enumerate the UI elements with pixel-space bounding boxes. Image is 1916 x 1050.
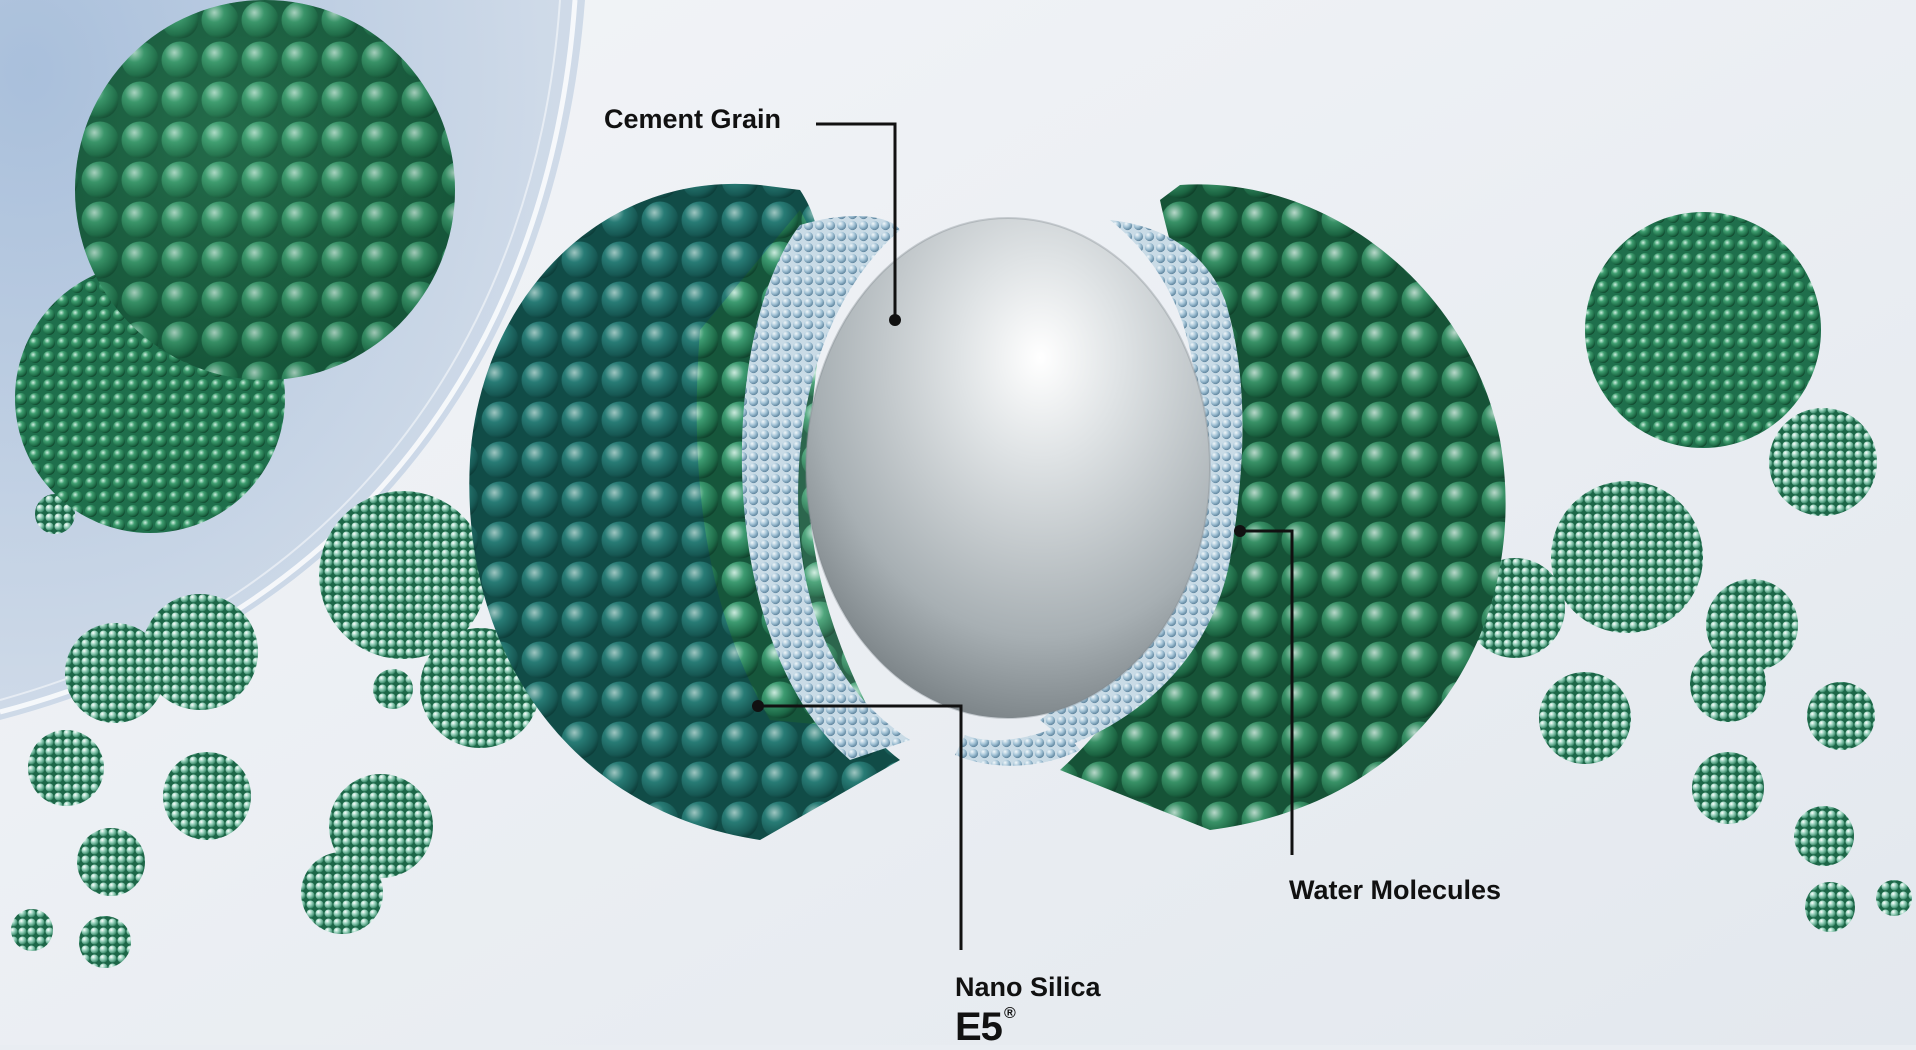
label-nano-silica: Nano Silica xyxy=(955,972,1101,1003)
cement-grain xyxy=(806,218,1210,718)
nano-silica-cluster xyxy=(77,828,145,896)
callout-dot xyxy=(752,700,764,712)
nano-silica-cluster xyxy=(1876,880,1912,916)
callout-dot xyxy=(1234,525,1246,537)
nano-silica-cluster xyxy=(1769,408,1877,516)
nano-silica-cluster xyxy=(373,669,413,709)
nano-silica-cluster xyxy=(1539,672,1631,764)
nano-silica-agglomerate xyxy=(1585,212,1821,448)
nano-silica-cluster xyxy=(11,909,53,951)
registered-mark: ® xyxy=(1004,1005,1015,1022)
nano-silica-cluster xyxy=(163,752,251,840)
nano-silica-cluster xyxy=(1805,882,1855,932)
nano-silica-cluster xyxy=(1551,481,1703,633)
callout-dot xyxy=(889,314,901,326)
nano-silica-cluster xyxy=(28,730,104,806)
nano-silica-cluster xyxy=(1794,806,1854,866)
label-water-molecules: Water Molecules xyxy=(1289,875,1501,906)
nano-silica-cluster xyxy=(79,916,131,968)
nano-silica-cluster xyxy=(1692,752,1764,824)
nano-silica-cluster xyxy=(65,623,165,723)
label-brand: E5® xyxy=(955,1005,1015,1050)
label-cement-grain: Cement Grain xyxy=(604,104,781,135)
nano-silica-cluster xyxy=(1807,682,1875,750)
nano-silica-cluster xyxy=(301,852,383,934)
brand-name: E5 xyxy=(955,1005,1002,1049)
nano-silica-cluster xyxy=(1690,646,1766,722)
central-assembly xyxy=(469,184,1505,840)
